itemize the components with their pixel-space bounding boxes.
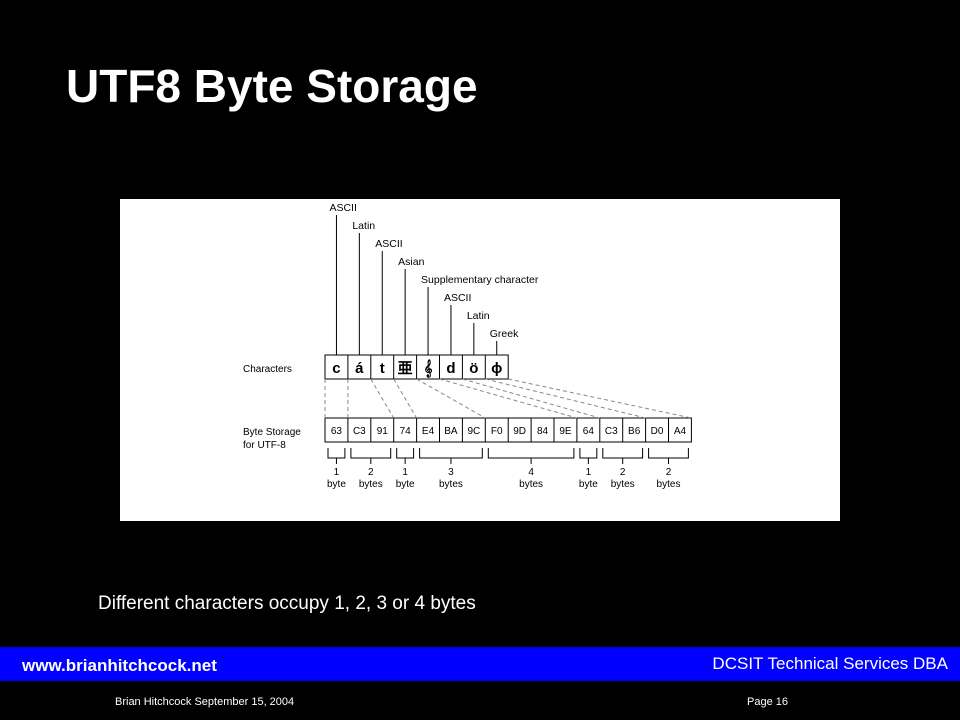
byte-value: 91 (377, 426, 389, 437)
byte-value: 84 (537, 426, 549, 437)
byte-value: E4 (422, 426, 435, 437)
group-byte-unit: bytes (611, 479, 635, 490)
group-byte-count: 1 (586, 467, 592, 478)
dashed-connector (508, 378, 692, 419)
character-glyph: ɸ (491, 360, 502, 377)
byte-value: 9D (513, 426, 526, 437)
dashed-connector (416, 378, 486, 419)
group-bracket (648, 448, 689, 459)
byte-value: F0 (491, 426, 503, 437)
character-glyph: c (332, 360, 340, 377)
category-label: Latin (467, 310, 490, 322)
group-byte-count: 1 (402, 467, 408, 478)
character-glyph: d (446, 360, 455, 377)
byte-value: 9E (559, 426, 572, 437)
byte-value: 9C (467, 426, 480, 437)
dashed-connector (462, 378, 600, 419)
dashed-connector (393, 378, 418, 419)
category-label: Supplementary character (421, 274, 539, 286)
group-byte-count: 2 (368, 467, 374, 478)
dashed-connector (370, 378, 395, 419)
byte-value: 74 (400, 426, 412, 437)
group-byte-count: 1 (334, 467, 340, 478)
group-byte-unit: byte (327, 479, 346, 490)
byte-value: A4 (674, 426, 687, 437)
byte-value: C3 (605, 426, 618, 437)
group-bracket (602, 448, 644, 459)
byte-value: C3 (353, 426, 366, 437)
category-label: ASCII (375, 238, 402, 250)
byte-storage-label-utf8: for UTF-8 (243, 440, 286, 451)
group-byte-unit: bytes (359, 479, 383, 490)
character-glyph: 亜 (398, 360, 413, 377)
byte-value: BA (444, 426, 458, 437)
footer-author-date: Brian Hitchcock September 15, 2004 (115, 696, 295, 708)
byte-value: D0 (651, 426, 664, 437)
category-label: Latin (352, 220, 375, 232)
slide-caption: Different characters occupy 1, 2, 3 or 4… (98, 593, 476, 614)
slide-title: UTF8 Byte Storage (66, 60, 478, 112)
character-glyph: 𝄞 (424, 359, 433, 378)
group-byte-count: 2 (620, 467, 626, 478)
byte-storage-label: Byte Storage (243, 427, 301, 438)
dashed-connector (439, 378, 578, 419)
byte-value: 64 (583, 426, 595, 437)
group-bracket (419, 448, 483, 459)
group-byte-unit: bytes (439, 479, 463, 490)
footer-organization: DCSIT Technical Services DBA (712, 654, 948, 673)
group-byte-unit: bytes (519, 479, 543, 490)
category-label: Asian (398, 256, 424, 268)
group-bracket (487, 448, 575, 459)
characters-label: Characters (243, 364, 292, 375)
group-byte-unit: byte (396, 479, 415, 490)
group-bracket (579, 448, 598, 459)
group-bracket (396, 448, 415, 459)
footer-page-number: Page 16 (747, 696, 788, 708)
footer-bar: www.brianhitchcock.net DCSIT Technical S… (0, 647, 960, 681)
group-byte-unit: byte (579, 479, 598, 490)
group-byte-count: 4 (528, 467, 534, 478)
group-byte-count: 2 (666, 467, 672, 478)
group-bracket (327, 448, 346, 459)
category-label: Greek (490, 328, 519, 340)
category-label: ASCII (444, 292, 471, 304)
character-glyph: ö (469, 360, 478, 377)
group-bracket (350, 448, 392, 459)
group-byte-count: 3 (448, 467, 454, 478)
byte-value: 63 (331, 426, 343, 437)
byte-value: B6 (628, 426, 641, 437)
category-label: ASCII (329, 202, 356, 214)
character-glyph: t (380, 360, 385, 377)
utf8-diagram-svg: Characters Byte Storage for UTF-8 ASCIIL… (243, 202, 692, 490)
group-byte-unit: bytes (657, 479, 681, 490)
character-glyph: á (355, 360, 364, 377)
footer-website-link[interactable]: www.brianhitchcock.net (22, 656, 217, 675)
